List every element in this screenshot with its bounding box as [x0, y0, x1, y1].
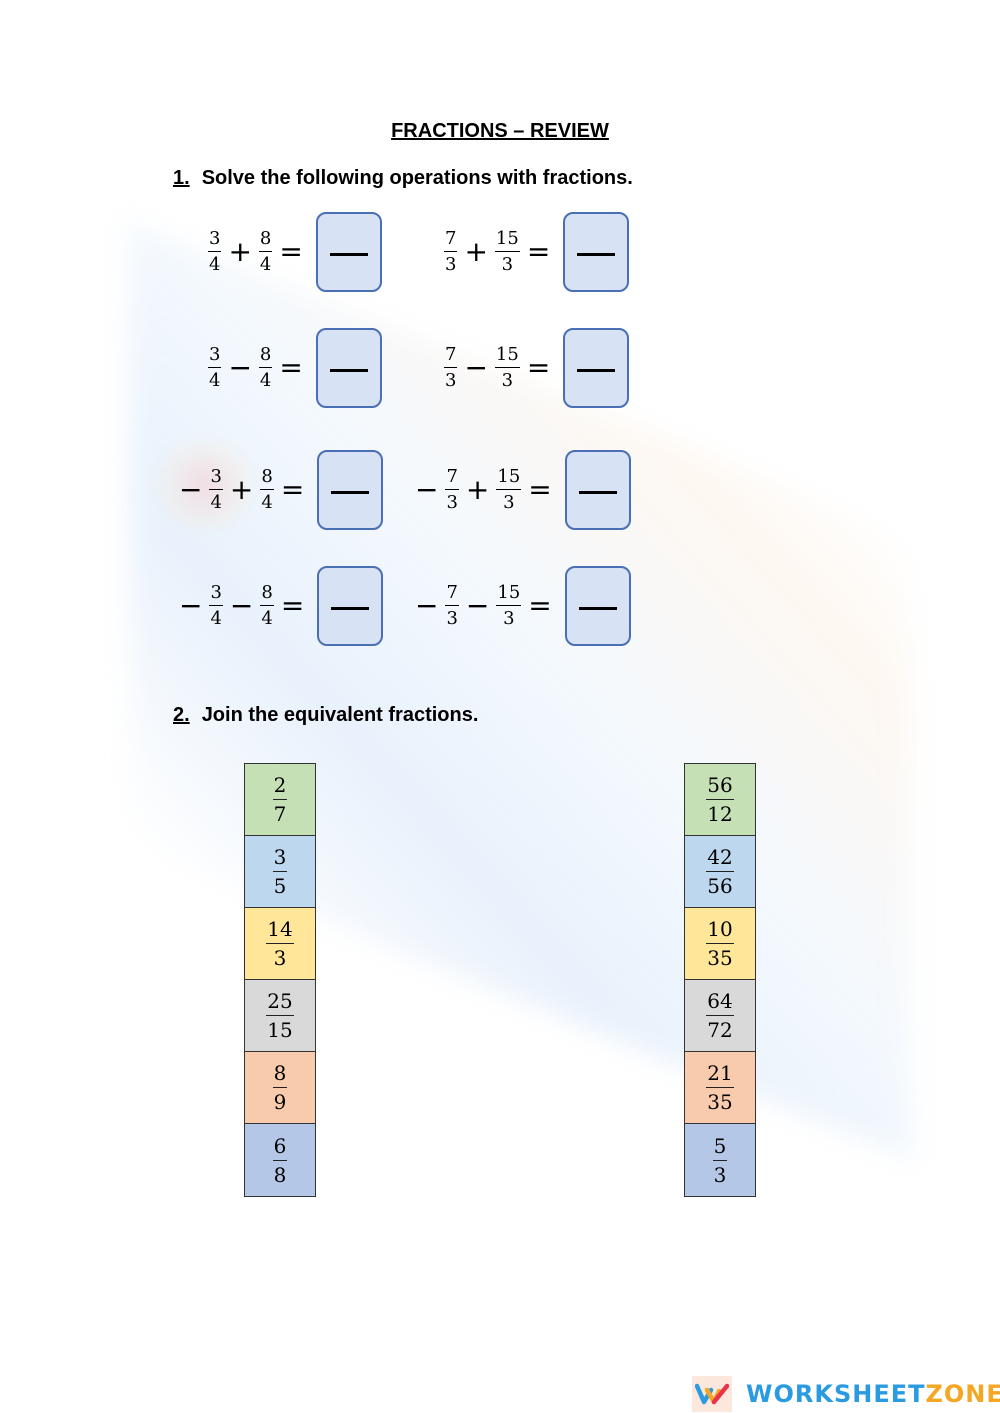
fraction-bar: [329, 369, 368, 372]
equals-sign: =: [280, 473, 305, 506]
leading-sign: −: [415, 473, 439, 506]
fraction-bar: [577, 369, 616, 372]
fraction-bar: [577, 253, 616, 256]
equals-sign: =: [528, 589, 552, 622]
question-2-heading: 2. Join the equivalent fractions.: [173, 704, 478, 727]
operator: +: [464, 235, 488, 268]
answer-box[interactable]: [317, 450, 384, 530]
fraction-bar: [578, 607, 617, 610]
operator: −: [464, 351, 488, 384]
brand-name: WORKSHEETZONE: [746, 1380, 1000, 1408]
background-watermark-blob: [150, 440, 260, 530]
equals-sign: =: [280, 589, 305, 622]
answer-box[interactable]: [315, 328, 382, 408]
answer-box[interactable]: [563, 328, 630, 408]
equals-sign: =: [528, 473, 552, 506]
operator: −: [228, 351, 252, 384]
question-number: 1.: [173, 167, 190, 189]
leading-sign: −: [415, 589, 439, 622]
operator: −: [229, 589, 254, 622]
answer-box[interactable]: [563, 212, 630, 292]
fraction-bar: [331, 491, 370, 494]
answer-box[interactable]: [564, 566, 631, 646]
answer-box[interactable]: [564, 450, 631, 530]
equals-sign: =: [526, 235, 551, 268]
equals-sign: =: [279, 351, 303, 384]
equals-sign: =: [279, 235, 303, 268]
answer-box[interactable]: [315, 212, 382, 292]
leading-sign: −: [179, 589, 203, 622]
fraction-bar: [578, 491, 617, 494]
question-text: Join the equivalent fractions.: [201, 704, 479, 726]
operator: +: [229, 473, 254, 506]
operator: +: [465, 473, 490, 506]
question-1-heading: 1. Solve the following operations with fr…: [173, 167, 633, 190]
w-logo-icon: [692, 1376, 732, 1412]
worksheetzone-logo: WORKSHEETZONE: [692, 1376, 1000, 1412]
fraction-bar: [329, 253, 368, 256]
question-text: Solve the following operations with frac…: [201, 167, 633, 189]
fraction-bar: [331, 607, 370, 610]
question-number: 2.: [173, 704, 190, 726]
equals-sign: =: [526, 351, 551, 384]
operator: +: [228, 235, 252, 268]
leading-sign: −: [179, 473, 203, 506]
answer-box[interactable]: [317, 566, 384, 646]
operator: −: [465, 589, 490, 622]
page-title: FRACTIONS – REVIEW: [391, 120, 609, 142]
